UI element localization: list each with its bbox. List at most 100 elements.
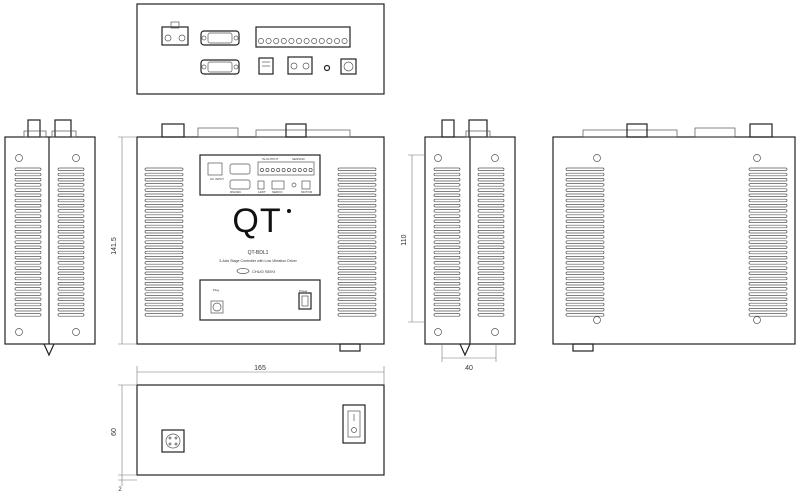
- vent-slot: [144, 183, 184, 187]
- vent-slot: [477, 313, 505, 317]
- vent-slot: [477, 282, 505, 286]
- vent-slot: [14, 287, 42, 291]
- rear-view: [552, 123, 796, 352]
- vent-slot: [565, 193, 605, 197]
- vent-slot: [748, 167, 788, 171]
- vent-slot: [433, 276, 461, 281]
- vent-slot: [144, 240, 184, 244]
- bottom-plug-socket: [161, 429, 185, 453]
- vent-slot: [14, 209, 42, 213]
- vent-slot: [565, 292, 605, 296]
- vent-slot: [565, 271, 605, 275]
- vent-slot: [14, 271, 42, 275]
- label-power-in: AC INPUT: [210, 177, 224, 181]
- vent-slot: [57, 188, 85, 192]
- vent-slot: [144, 276, 184, 281]
- vent-slot: [337, 235, 377, 239]
- vent-slot: [477, 302, 505, 307]
- label-servo: SERVO: [272, 190, 283, 194]
- brand-mark: [236, 268, 250, 274]
- vent-slot: [748, 214, 788, 218]
- top-small-connector: [258, 57, 274, 75]
- vent-slot: [337, 214, 377, 218]
- front-top-terminal-1: [161, 123, 185, 138]
- front-top-dsub: [197, 127, 239, 138]
- top-dsub-connector-2: [200, 59, 240, 75]
- vent-slot: [337, 188, 377, 192]
- vent-slot: [14, 230, 42, 234]
- vent-slot: [57, 224, 85, 229]
- vent-slot: [14, 308, 42, 312]
- right-side-terminal-1: [441, 119, 455, 138]
- vent-slot: [565, 245, 605, 249]
- rear-vents-right: [748, 167, 788, 317]
- vent-slot: [337, 282, 377, 286]
- vent-slot: [144, 297, 184, 301]
- vent-slot: [748, 230, 788, 234]
- vent-slot: [433, 308, 461, 312]
- vent-slot: [748, 219, 788, 223]
- label-motor: MOTOR: [301, 190, 313, 194]
- vent-slot: [477, 235, 505, 239]
- vent-slot: [14, 219, 42, 223]
- vent-slot: [433, 204, 461, 208]
- vent-slot: [57, 297, 85, 301]
- vent-slot: [565, 313, 605, 317]
- vent-slot: [57, 287, 85, 291]
- vent-slot: [337, 271, 377, 275]
- vent-slot: [144, 256, 184, 260]
- terminal-pin: [341, 38, 348, 44]
- vent-slot: [477, 188, 505, 192]
- vent-slot: [748, 250, 788, 255]
- bottom-power-switch: [342, 404, 366, 444]
- vent-slot: [565, 266, 605, 270]
- vent-slot: [337, 219, 377, 223]
- dim-bottom-height: 60: [111, 428, 118, 436]
- vent-slot: [14, 224, 42, 229]
- vent-slot: [433, 256, 461, 260]
- right-side-terminal-2: [468, 119, 488, 138]
- vent-slot: [748, 235, 788, 239]
- vent-slot: [14, 282, 42, 286]
- vent-slot: [748, 266, 788, 270]
- vent-slot: [748, 245, 788, 249]
- vent-slot: [433, 271, 461, 275]
- vent-slot: [14, 292, 42, 296]
- vent-slot: [57, 292, 85, 296]
- terminal-pin: [318, 38, 325, 44]
- vent-slot: [57, 302, 85, 307]
- vent-slot: [14, 235, 42, 239]
- vent-slot: [144, 214, 184, 218]
- rear-top-terminal-2: [749, 123, 773, 138]
- dim-side-height: 110: [401, 234, 408, 245]
- vent-slot: [433, 188, 461, 192]
- vent-slot: [748, 313, 788, 317]
- vent-slot: [565, 204, 605, 208]
- terminal-pin: [287, 168, 291, 172]
- vent-slot: [144, 313, 184, 317]
- vent-slot: [337, 261, 377, 265]
- vent-slot: [14, 245, 42, 249]
- terminal-pin: [326, 38, 333, 44]
- vent-slot: [144, 167, 184, 171]
- vent-slot: [14, 256, 42, 260]
- vent-slot: [57, 178, 85, 182]
- vent-slot: [433, 250, 461, 255]
- vent-slot: [14, 172, 42, 177]
- right-side-foot: [459, 343, 471, 357]
- vent-slot: [337, 204, 377, 208]
- label-power: Power: [299, 289, 308, 293]
- vent-slot: [433, 297, 461, 301]
- vent-slot: [14, 193, 42, 197]
- vent-slot: [565, 178, 605, 182]
- vent-slot: [144, 292, 184, 296]
- terminal-pin: [276, 168, 281, 172]
- model-description: 3-Axis Stage Controller with Low Vibrati…: [219, 259, 297, 263]
- vent-slot: [477, 204, 505, 208]
- terminal-pin: [288, 38, 295, 44]
- vent-slot: [144, 209, 184, 213]
- vent-slot: [337, 245, 377, 249]
- terminal-pin: [273, 38, 280, 44]
- vent-slot: [57, 172, 85, 177]
- vent-slot: [144, 261, 184, 265]
